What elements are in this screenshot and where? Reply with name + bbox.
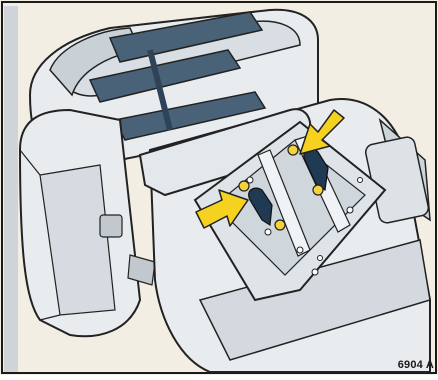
figure-label: 6904 A bbox=[398, 359, 434, 371]
left-edge-shade bbox=[4, 6, 18, 372]
